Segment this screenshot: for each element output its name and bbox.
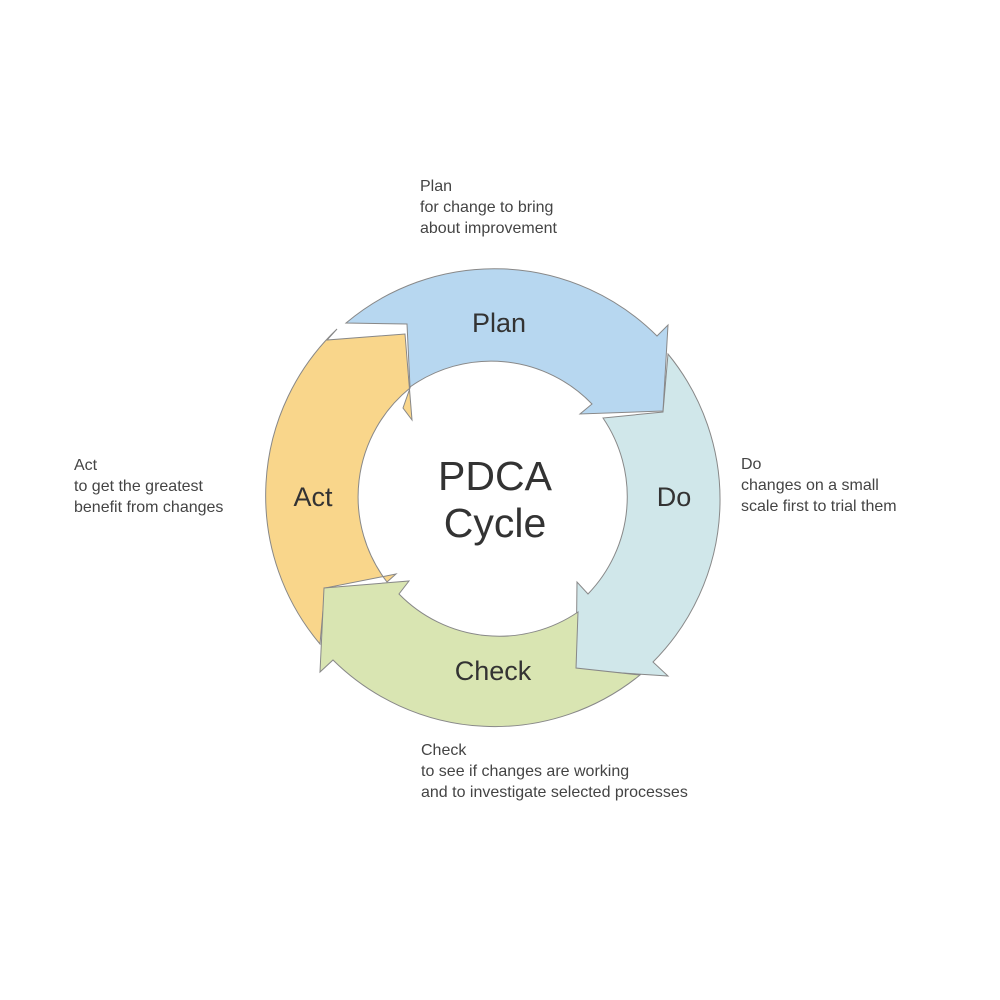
do-description-line: scale first to trial them <box>741 498 897 515</box>
do-description-line: changes on a small <box>741 477 879 494</box>
do-label: Do <box>657 482 692 512</box>
check-description-line: to see if changes are working <box>421 763 630 780</box>
act-description-title: Act <box>74 457 98 474</box>
check-arrow <box>319 580 642 728</box>
act-label: Act <box>293 482 333 512</box>
plan-label: Plan <box>472 308 526 338</box>
do-description: Do changes on a small scale first to tri… <box>741 454 897 517</box>
check-description: Check to see if changes are working and … <box>421 740 688 803</box>
act-description-line: benefit from changes <box>74 499 224 516</box>
plan-description-line: for change to bring <box>420 199 554 216</box>
center-title-line1: PDCA <box>438 453 553 499</box>
plan-description: Plan for change to bring about improveme… <box>420 176 557 239</box>
plan-description-line: about improvement <box>420 220 557 237</box>
do-description-title: Do <box>741 456 762 473</box>
do-arrow <box>575 352 721 677</box>
check-description-title: Check <box>421 742 467 759</box>
act-description-line: to get the greatest <box>74 478 203 495</box>
center-title-line2: Cycle <box>444 500 547 546</box>
plan-arrow <box>344 268 669 415</box>
check-label: Check <box>455 656 532 686</box>
act-description: Act to get the greatest benefit from cha… <box>74 455 223 518</box>
check-description-line: and to investigate selected processes <box>421 784 688 801</box>
act-arrow <box>265 328 413 646</box>
plan-description-title: Plan <box>420 178 453 195</box>
